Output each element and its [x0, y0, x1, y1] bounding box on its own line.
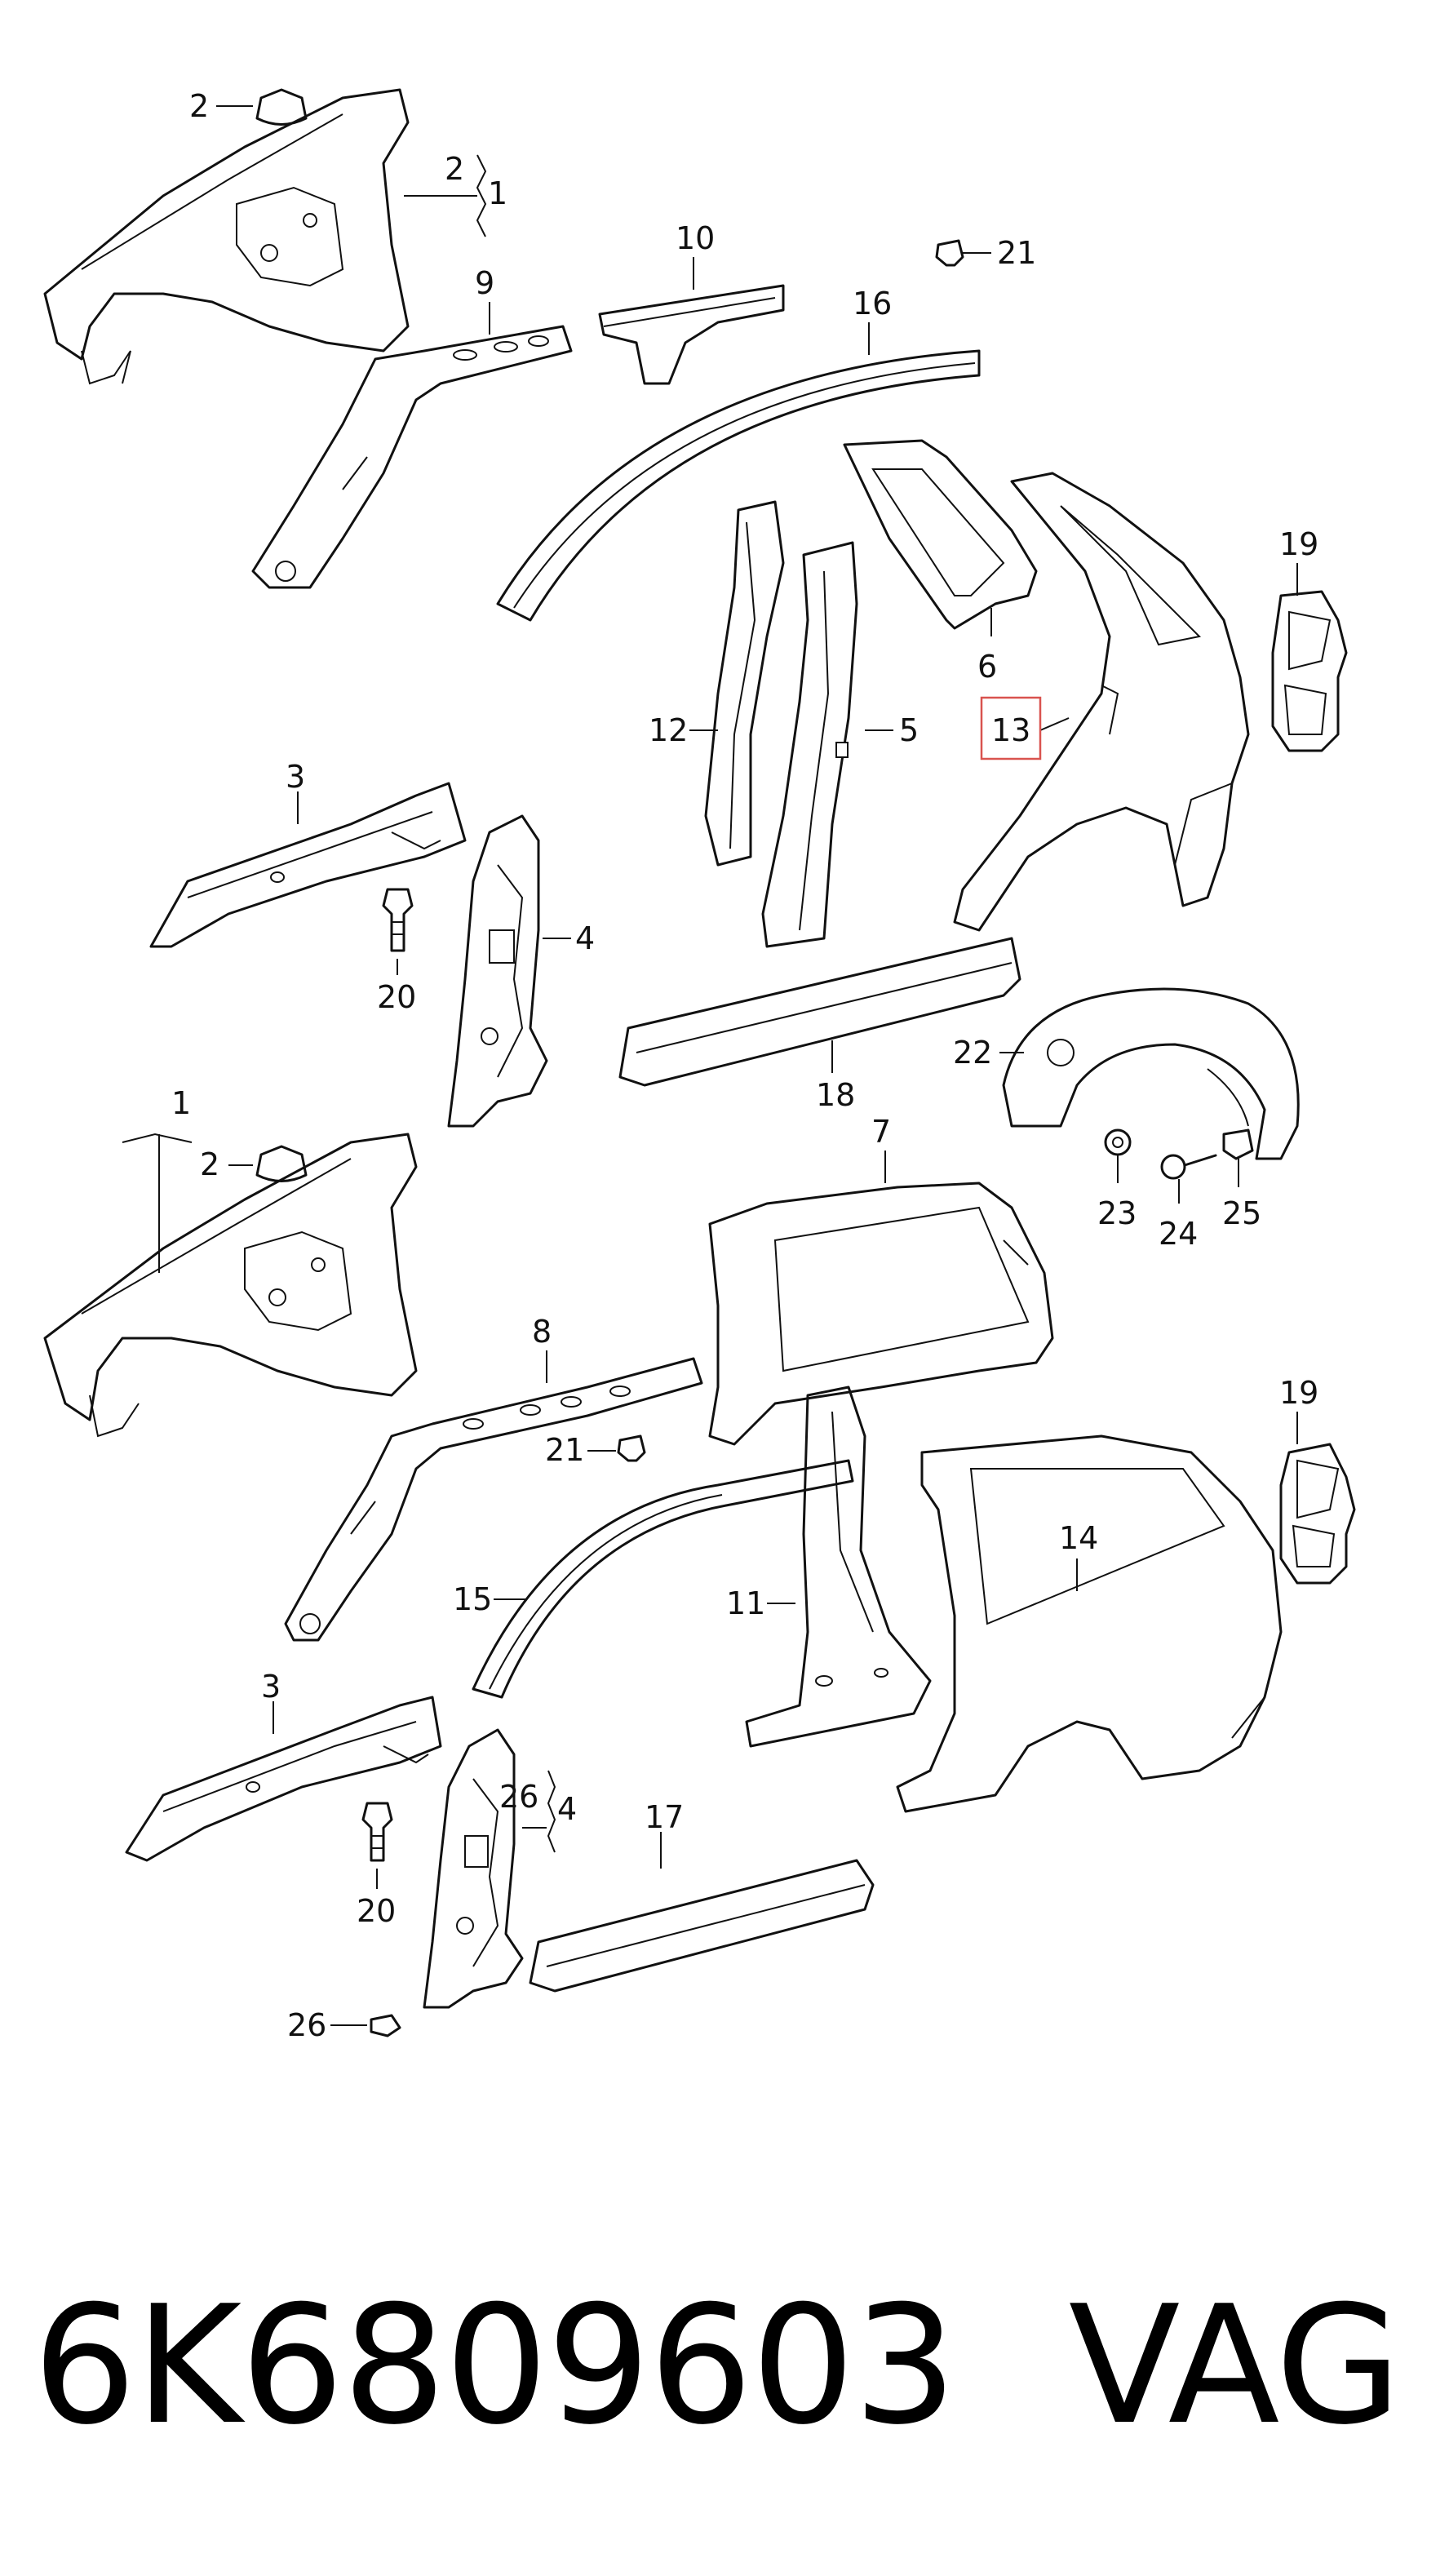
- brand-name: VAG: [1068, 2271, 1402, 2461]
- callout-23: 23: [1097, 1195, 1137, 1231]
- callout-4-lower: 4: [557, 1791, 577, 1827]
- a-pillar-reinforcement-8: [284, 1357, 703, 1642]
- callout-18: 18: [816, 1077, 855, 1113]
- roof-frame-part-10: [598, 284, 785, 385]
- clip-21-top: [935, 239, 991, 267]
- wheel-housing-member-3-top: [149, 782, 467, 948]
- callout-22: 22: [953, 1035, 992, 1071]
- side-sill-17: [529, 1859, 875, 1993]
- side-panel-14: [896, 1434, 1283, 1813]
- clip-25: [1222, 1128, 1254, 1187]
- callout-15: 15: [453, 1581, 492, 1617]
- a-pillar-lower-4-top: [447, 814, 548, 1128]
- callout-14: 14: [1059, 1520, 1098, 1556]
- callout-26-bracket: 26: [499, 1779, 538, 1815]
- callout-6: 6: [977, 649, 997, 685]
- b-pillar-11: [745, 1386, 932, 1748]
- callout-2-top: 2: [189, 88, 209, 124]
- callout-25: 25: [1222, 1195, 1261, 1231]
- callout-2-top-bracket: 2: [445, 151, 464, 187]
- clip-26: [330, 2014, 401, 2037]
- a-pillar-reinforcement-top: [251, 325, 573, 589]
- callout-19-top: 19: [1279, 526, 1318, 562]
- callout-5: 5: [899, 712, 919, 748]
- roof-rail-16: [496, 349, 981, 622]
- callout-9: 9: [475, 265, 494, 301]
- nut-23: [1104, 1128, 1132, 1183]
- callout-21-top: 21: [997, 235, 1036, 271]
- rear-quarter-panel-13: [953, 472, 1250, 932]
- callout-1-lower: 1: [171, 1085, 191, 1121]
- tail-light-housing-19-lower: [1279, 1443, 1356, 1585]
- bracket-4-lower: [522, 1770, 556, 1853]
- callout-10: 10: [676, 220, 715, 256]
- bracket-1-lower: [122, 1133, 193, 1273]
- side-sill-18: [618, 937, 1021, 1087]
- callout-3-top: 3: [286, 759, 305, 795]
- leader-13: [1039, 717, 1070, 731]
- screw-24: [1160, 1154, 1217, 1204]
- roof-rail-15: [472, 1459, 854, 1699]
- callout-13: 13: [991, 712, 1030, 748]
- c-pillar-window-frame-6: [843, 439, 1038, 630]
- callout-8: 8: [532, 1314, 552, 1350]
- tail-light-housing-19-top: [1271, 590, 1348, 752]
- bracket-1-top: [404, 154, 487, 237]
- parts-diagram: 2 2 1 9 10 21 16 12 5: [43, 88, 1356, 2043]
- front-wheel-housing-top: [43, 88, 410, 385]
- callout-19-lower: 19: [1279, 1375, 1318, 1411]
- front-wheel-housing-lower: [43, 1133, 418, 1438]
- callout-12: 12: [649, 712, 688, 748]
- callout-20-lower: 20: [357, 1893, 396, 1929]
- callout-4-top: 4: [575, 920, 595, 956]
- a-pillar-lower-4-lower: [423, 1728, 524, 2009]
- grommet-top: [216, 88, 308, 126]
- wheel-house-liner-22: [1002, 987, 1300, 1160]
- callout-16: 16: [853, 286, 892, 321]
- callout-17: 17: [645, 1799, 684, 1835]
- c-pillar-frame-7: [708, 1182, 1054, 1446]
- b-pillar-outer-5: [761, 541, 858, 948]
- callout-1-top: 1: [488, 175, 507, 211]
- callout-20-top: 20: [377, 979, 416, 1015]
- grommet-lower: [228, 1145, 308, 1182]
- b-pillar-inner-12: [704, 500, 785, 867]
- stud-20-top: [382, 888, 414, 975]
- callout-13-highlight: [980, 696, 1042, 760]
- callout-2-lower: 2: [200, 1146, 219, 1182]
- part-number: 6K6809603: [33, 2271, 957, 2461]
- callout-11: 11: [726, 1585, 765, 1621]
- wheel-housing-member-3-lower: [125, 1696, 442, 1862]
- stud-20-lower: [361, 1802, 393, 1889]
- callout-24: 24: [1159, 1216, 1198, 1252]
- callout-7: 7: [871, 1114, 891, 1150]
- callout-3-lower: 3: [261, 1669, 281, 1705]
- callout-26: 26: [287, 2007, 326, 2043]
- callout-21-lower: 21: [545, 1432, 584, 1468]
- clip-21-lower: [587, 1434, 646, 1462]
